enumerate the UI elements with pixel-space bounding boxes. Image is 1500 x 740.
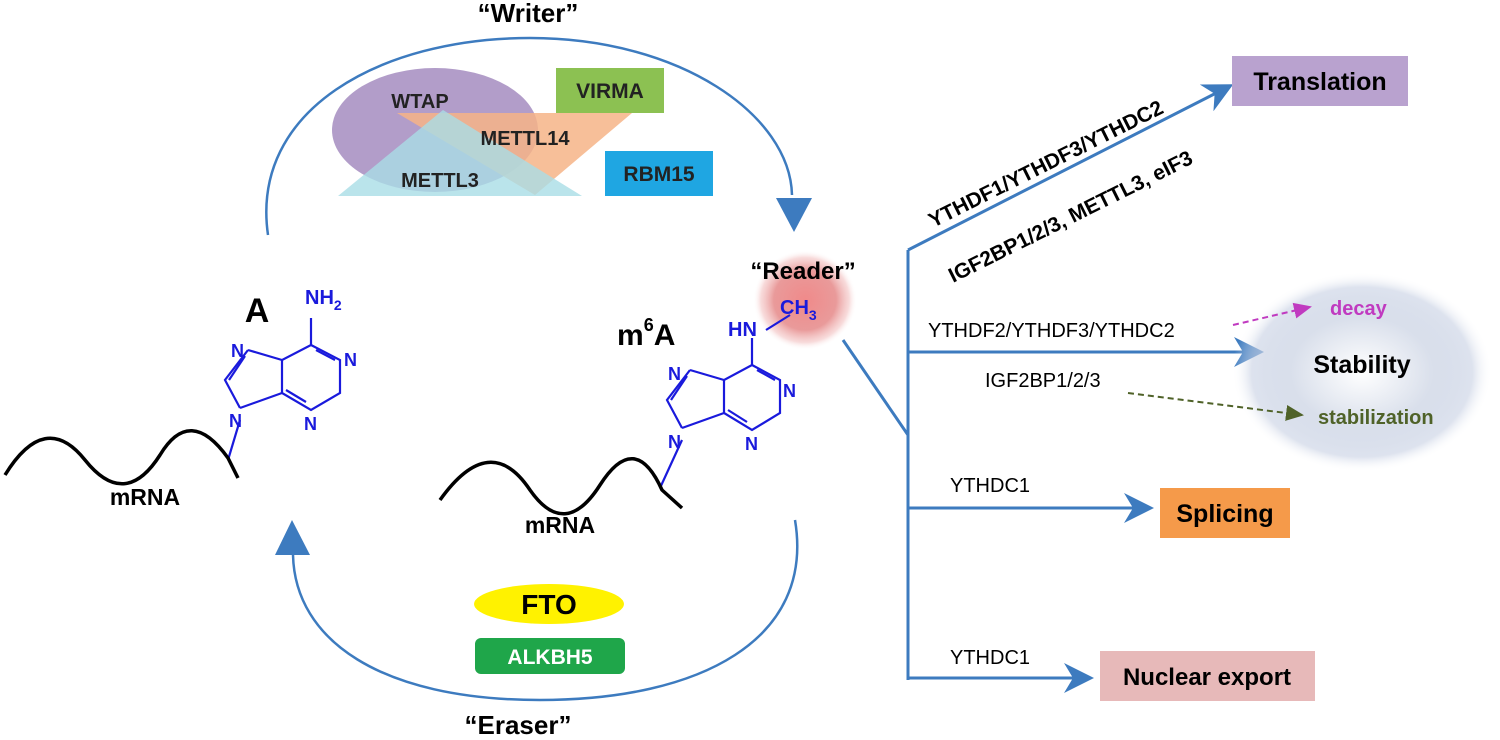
- export-label: Nuclear export: [1123, 664, 1291, 691]
- m6a-atoms: CH3 HN N N N N: [668, 297, 817, 454]
- writer-arc: [265, 36, 794, 236]
- rbm15-label: RBM15: [623, 163, 695, 186]
- m6a-n9: N: [668, 432, 681, 452]
- adenine-n3: N: [304, 414, 317, 434]
- adenine-structure: [223, 318, 342, 461]
- mrna-strand-right: [438, 457, 684, 516]
- splicing-box: [1160, 488, 1290, 538]
- m6a-label: m6A: [617, 315, 675, 352]
- mettl3-shape: [338, 110, 582, 196]
- virma-label: VIRMA: [576, 80, 644, 103]
- decay-arrow: [1232, 302, 1312, 326]
- alkbh5-box: [475, 638, 625, 674]
- fto-label: FTO: [521, 589, 576, 620]
- reader-label: “Reader”: [750, 258, 855, 285]
- m6a-ch3: CH3: [780, 297, 817, 323]
- mrna-strand-left: [3, 429, 240, 486]
- adenine-nh2: NH2: [305, 287, 342, 313]
- writer-arrowhead: [776, 198, 812, 232]
- mettl14-label: METTL14: [481, 128, 571, 150]
- splicing-label: Splicing: [1176, 500, 1273, 528]
- translation-box: [1232, 56, 1408, 106]
- wtap-label: WTAP: [391, 91, 448, 113]
- adenine-atoms: NH2 N N N N: [229, 287, 357, 434]
- export-reader: YTHDC1: [950, 647, 1030, 669]
- stabilization-readers: IGF2BP1/2/3: [985, 370, 1101, 392]
- stability-glow: [1232, 272, 1492, 472]
- fto-shape: [474, 584, 624, 624]
- m6a-n3: N: [745, 434, 758, 454]
- reader-glow: [753, 250, 857, 350]
- alkbh5-label: ALKBH5: [507, 646, 592, 669]
- eraser-label: “Eraser”: [465, 710, 572, 740]
- adenine-n1: N: [344, 350, 357, 370]
- rbm15-box: [605, 151, 713, 196]
- virma-box: [556, 68, 664, 113]
- m6a-n7: N: [668, 364, 681, 384]
- adenosine-label: A: [245, 292, 270, 330]
- stabilization-label: stabilization: [1318, 407, 1434, 429]
- translation-readers-1: YTHDF1/YTHDF3/YTHDC2: [925, 96, 1167, 232]
- decay-readers: YTHDF2/YTHDF3/YTHDC2: [928, 320, 1175, 342]
- stability-label: Stability: [1313, 351, 1410, 379]
- mrna-label-left: mRNA: [110, 484, 180, 510]
- mettl3-label: METTL3: [401, 170, 479, 192]
- eraser-arc: [291, 519, 799, 702]
- m6a-structure: [659, 314, 791, 489]
- export-box: [1100, 651, 1315, 701]
- mrna-label-right: mRNA: [525, 512, 595, 538]
- translation-label: Translation: [1253, 68, 1386, 96]
- eraser-arrowhead: [275, 520, 310, 555]
- reader-connector: [841, 339, 910, 436]
- m6a-n1: N: [783, 381, 796, 401]
- m6a-hn: HN: [728, 319, 757, 341]
- splicing-reader: YTHDC1: [950, 475, 1030, 497]
- decay-label: decay: [1330, 298, 1388, 320]
- translation-arrow: [907, 84, 1234, 252]
- adenine-n7: N: [231, 341, 244, 361]
- writer-label: “Writer”: [478, 0, 579, 28]
- adenine-n9: N: [229, 411, 242, 431]
